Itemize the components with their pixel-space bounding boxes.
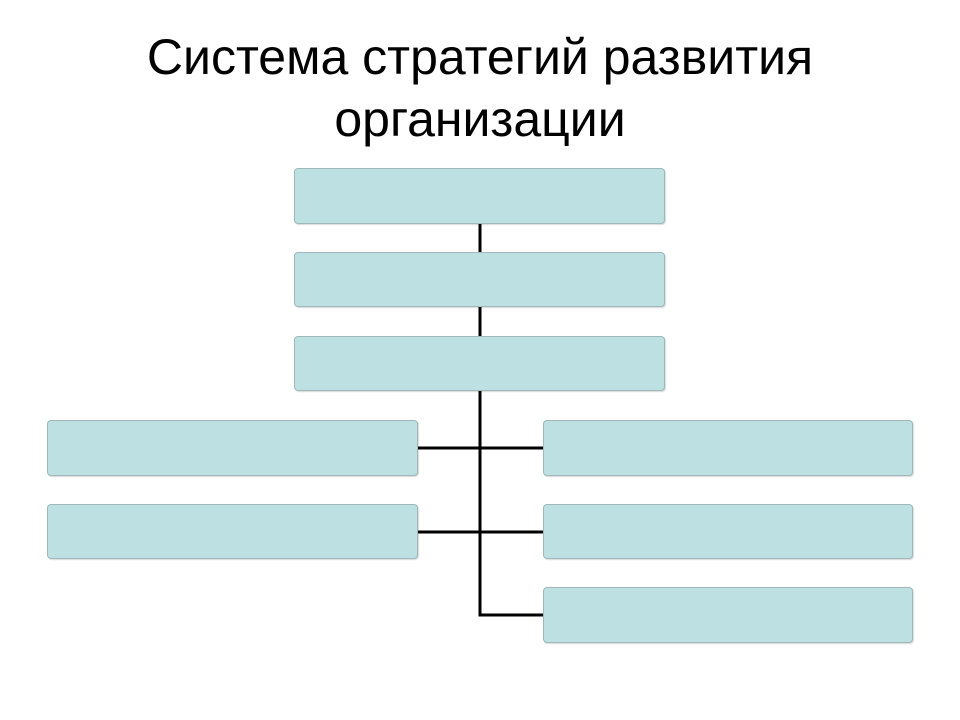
title-line-1: Система стратегий развития	[146, 29, 814, 85]
right-box-3	[543, 587, 913, 643]
top-box-2	[294, 252, 665, 307]
top-box-3	[294, 336, 665, 391]
right-box-2	[543, 504, 913, 559]
top-box-1	[294, 168, 665, 224]
right-box-1	[543, 420, 913, 476]
slide-title: Система стратегий развития организации	[0, 26, 960, 150]
title-line-2: организации	[334, 91, 626, 147]
left-box-2	[47, 504, 418, 559]
left-box-1	[47, 420, 418, 476]
